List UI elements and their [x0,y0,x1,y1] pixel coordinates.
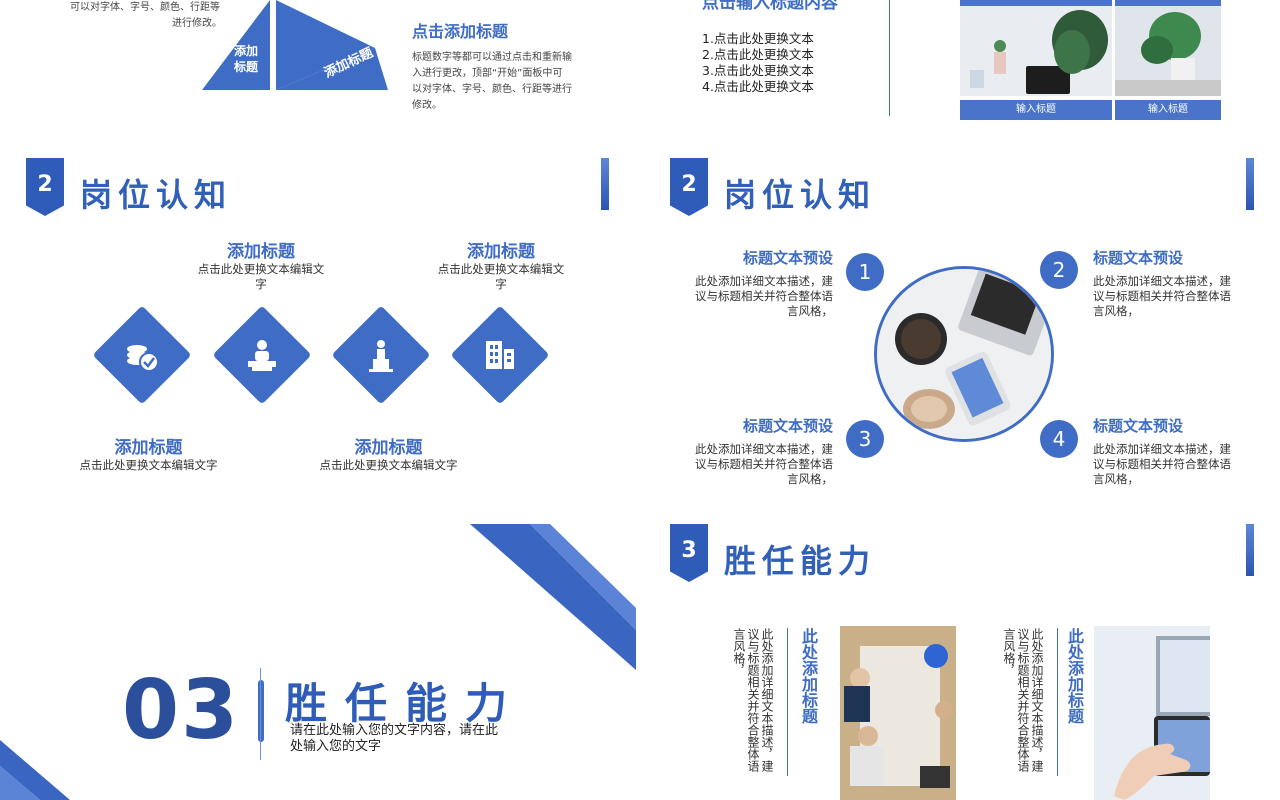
block-desc: 此处添加详细文本描述，建议与标题相关并符合整体语言风格， [732,628,774,772]
slide-d: 3 胜任能力 此处添加详细文本描述，建议与标题相关并符合整体语言风格， 此处添加… [640,520,1280,800]
diagonal-stripes-bottom-left [0,740,70,800]
award-podium-icon [369,340,393,372]
slide-number-badge: 2 [26,158,64,216]
list-item: 3.点击此处更换文本 [702,63,814,78]
item-desc: 点击此处更换文本编辑文字 [197,262,325,291]
list-item: 2.点击此处更换文本 [702,47,814,62]
triangle-left-label-1: 添加 [234,44,259,58]
slide-title: 胜任能力 [724,542,877,580]
item-desc: 点击此处更换文本编辑文字 [319,458,458,472]
slide-number-badge: 2 [670,158,708,216]
block-desc: 此处添加详细文本描述，建议与标题相关并符合整体语言风格， [1002,628,1044,772]
photo-caption-2: 输入标题 [1115,100,1221,120]
item-bottom-2: 添加标题 点击此处更换文本编辑文字 [316,433,461,473]
item-top-1: 添加标题 点击此处更换文本编辑文字 [196,237,326,292]
diamond-2 [212,305,312,405]
preset-desc: 此处添加详细文本描述，建议与标题相关并符合整体语言风格， [1093,442,1231,486]
preset-title: 标题文本预设 [1093,417,1184,435]
item-top-2: 添加标题 点击此处更换文本编辑文字 [436,237,566,292]
monstera-photo [1115,0,1221,96]
item-title: 添加标题 [354,438,423,458]
tablet-hand-photo [1094,626,1210,800]
desk-plant-photo [960,0,1112,96]
item-desc: 点击此处更换文本编辑文字 [437,262,565,291]
list-item: 4.点击此处更换文本 [702,79,814,94]
section-desc: 请在此处输入您的文字内容，请在此处输入您的文字 [290,723,499,754]
photo-card-1: 输入标题 [960,0,1112,120]
desk-items-image [877,269,1051,439]
speaker-podium-icon [248,340,276,371]
preset-title: 标题文本预设 [742,417,833,435]
top-left-heading: 点击添加标题 [412,22,509,41]
top-right-slide-fragment: 点击输入标题内容 1.点击此处更换文本 2.点击此处更换文本 3.点击此处更换文… [640,0,1280,125]
preset-item-3: 标题文本预设 此处添加详细文本描述，建议与标题相关并符合整体语言风格， [688,415,833,487]
accent-bar [601,158,609,210]
number-circle-3: 3 [846,420,884,458]
section-title: 胜任能力 [285,679,526,728]
top-left-desc: 标题数字等都可以通过点击和重新输入进行更改，顶部“开始”面板中可以对字体、字号、… [412,52,572,111]
photo-caption-1: 输入标题 [960,100,1112,120]
block-title: 此处添加标题 [1065,628,1084,724]
slide-number-badge: 3 [670,524,708,582]
item-title: 添加标题 [467,242,535,262]
diagonal-stripes-top-right [470,524,636,670]
preset-title: 标题文本预设 [1093,249,1184,267]
item-title: 添加标题 [114,438,183,458]
number-circle-4: 4 [1040,420,1078,458]
divider-line [889,0,890,116]
meeting-photo [840,626,956,800]
block-divider [1057,628,1058,776]
list-item: 1.点击此处更换文本 [702,31,814,46]
top-left-slide-fragment: 可以对字体、字号、颜色、行距等 进行修改。 添加 标题 添加标题 点击添加标题 … [0,0,640,125]
desk-circle-photo [874,266,1054,442]
section-divider [258,680,264,742]
section-number: 03 [122,663,241,758]
item-desc: 点击此处更换文本编辑文字 [79,458,218,472]
photo-card-2: 输入标题 [1115,0,1221,120]
preset-desc: 此处添加详细文本描述，建议与标题相关并符合整体语言风格， [695,442,833,486]
diamond-4 [450,305,550,405]
item-title: 添加标题 [227,242,295,262]
number-circle-1: 1 [846,253,884,291]
top-left-desc-a: 可以对字体、字号、颜色、行距等 [70,2,220,13]
diamond-1 [92,305,192,405]
preset-item-2: 标题文本预设 此处添加详细文本描述，建议与标题相关并符合整体语言风格， [1093,247,1238,319]
item-bottom-1: 添加标题 点击此处更换文本编辑文字 [76,433,221,473]
slide-title: 岗位认知 [80,176,233,214]
top-left-desc-b: 进行修改。 [172,18,222,29]
section-divider-thin [260,668,261,760]
accent-bar [1246,158,1254,210]
preset-item-1: 标题文本预设 此处添加详细文本描述，建议与标题相关并符合整体语言风格， [688,247,833,319]
top-right-heading: 点击输入标题内容 [702,0,838,13]
number-circle-2: 2 [1040,251,1078,289]
block-divider [787,628,788,776]
diamond-3 [331,305,431,405]
accent-bar [1246,524,1254,576]
triangle-left-label-2: 标题 [234,60,259,74]
slide-title: 岗位认知 [724,176,877,214]
preset-desc: 此处添加详细文本描述，建议与标题相关并符合整体语言风格， [1093,274,1231,318]
slide-a: 2 岗位认知 添加标题 点击此处更换文本编辑文字 添加标题 点击此处更换文本编辑… [0,125,640,520]
triangle-graphic [202,0,388,90]
office-building-icon [486,341,514,369]
slide-b: 2 岗位认知 1 标题文本预设 此处添加详细文本描述，建议与标题相关并符合整体语… [640,125,1280,520]
slide-c: 03 胜任能力 请在此处输入您的文字内容，请在此处输入您的文字 [0,520,640,800]
block-title: 此处添加标题 [799,628,818,724]
preset-item-4: 标题文本预设 此处添加详细文本描述，建议与标题相关并符合整体语言风格， [1093,415,1238,487]
coins-check-icon [127,345,159,372]
top-right-list: 1.点击此处更换文本 2.点击此处更换文本 3.点击此处更换文本 4.点击此处更… [702,31,814,95]
preset-desc: 此处添加详细文本描述，建议与标题相关并符合整体语言风格， [695,274,833,318]
preset-title: 标题文本预设 [742,249,833,267]
